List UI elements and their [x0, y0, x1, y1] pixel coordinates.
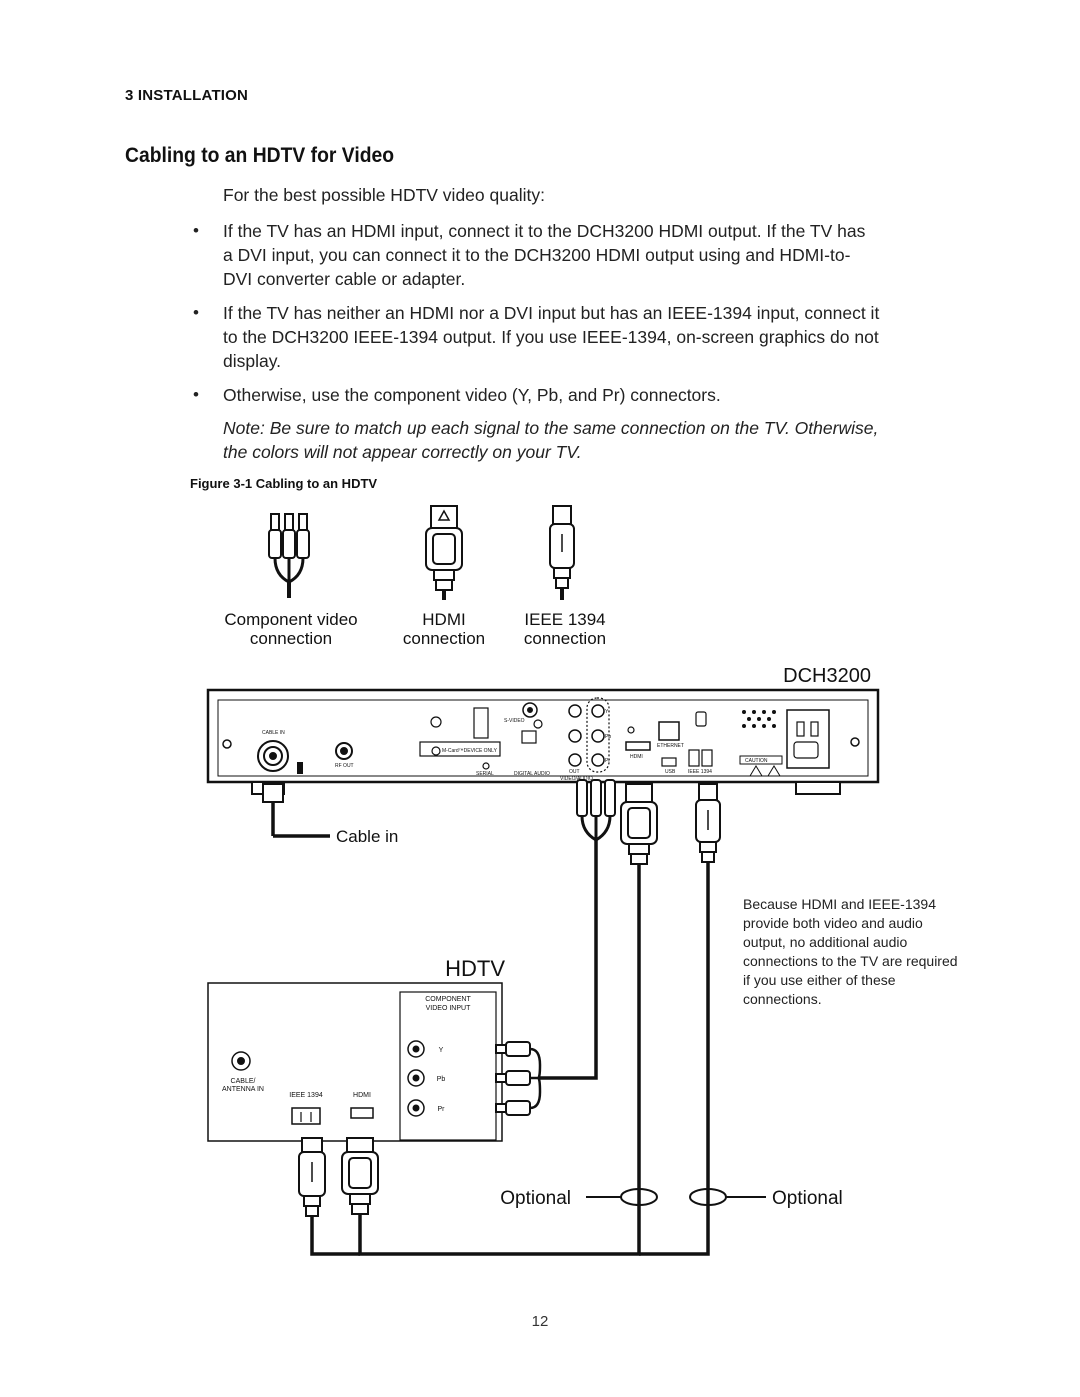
optional-label-left: Optional — [500, 1188, 571, 1209]
side-note-line: Because HDMI and IEEE-1394 — [743, 896, 936, 912]
port-label-s-video: S-VIDEO — [504, 718, 525, 724]
note-line: the colors will not appear correctly on … — [223, 442, 582, 462]
bullet-line: DVI converter cable or adapter. — [223, 269, 466, 289]
port-label-y: Y — [605, 709, 609, 715]
tv-port-label-hdmi: HDMI — [353, 1092, 371, 1099]
hdtv-rear-panel — [207, 982, 503, 1142]
page-title: Cabling to an HDTV for Video — [125, 144, 395, 167]
hdmi-plug-dch — [620, 783, 658, 865]
ieee-label-line2: connection — [524, 629, 606, 648]
port-label-digital-audio: DIGITAL AUDIO — [514, 771, 550, 777]
intro-text: For the best possible HDTV video quality… — [223, 185, 545, 205]
port-label-mcard: M-Card™DEVICE ONLY — [442, 748, 498, 754]
port-label-video-audio: VIDEO/AUDIO — [560, 776, 593, 782]
bullet-marker: • — [193, 385, 199, 404]
port-label-ethernet: ETHERNET — [657, 743, 684, 749]
tv-name: HDTV — [445, 956, 505, 981]
side-note: Because HDMI and IEEE-1394 provide both … — [743, 895, 993, 1009]
note: Note: Be sure to match up each signal to… — [223, 416, 963, 464]
port-label-ieee1394: IEEE 1394 — [688, 769, 712, 775]
cable-runs — [310, 840, 710, 1256]
bullet-marker: • — [193, 221, 199, 240]
port-label-out: OUT — [569, 769, 580, 775]
caution-label: CAUTION — [745, 758, 768, 764]
bullet-line: Otherwise, use the component video (Y, P… — [223, 385, 721, 405]
port-label-serial: SERIAL — [476, 771, 494, 777]
side-note-line: output, no additional audio — [743, 934, 908, 950]
bullet-line: a DVI input, you can connect it to the D… — [223, 245, 851, 265]
hdmi-label-line2: connection — [403, 629, 485, 648]
side-note-line: connections to the TV are required — [743, 953, 958, 969]
tv-port-label-pb: Pb — [437, 1076, 446, 1083]
port-label-pb: Pb — [605, 734, 611, 740]
bullet-line: If the TV has neither an HDMI nor a DVI … — [223, 303, 880, 323]
tv-component-label-line1: COMPONENT — [425, 996, 471, 1003]
cable-in-label: Cable in — [336, 827, 398, 846]
hdmi-connector-icon — [425, 505, 463, 600]
hdmi-label-line1: HDMI — [422, 610, 465, 629]
side-note-line: connections. — [743, 991, 822, 1007]
bullet-marker: • — [193, 303, 199, 322]
tv-port-label-pr: Pr — [438, 1106, 446, 1113]
optional-label-right: Optional — [772, 1188, 843, 1209]
tv-component-label-line2: VIDEO INPUT — [426, 1005, 471, 1012]
hdmi-plug-tv — [341, 1137, 379, 1230]
tv-port-label-ieee1394: IEEE 1394 — [289, 1092, 323, 1099]
bullet-line: If the TV has an HDMI input, connect it … — [223, 221, 866, 241]
figure-caption: Figure 3-1 Cabling to an HDTV — [190, 476, 378, 491]
tv-cable-antenna-line1: CABLE/ — [231, 1078, 256, 1085]
bullet-ieee: If the TV has neither an HDMI nor a DVI … — [223, 301, 963, 373]
side-note-line: if you use either of these — [743, 972, 896, 988]
tv-cable-antenna-line2: ANTENNA IN — [222, 1086, 264, 1093]
port-label-usb: USB — [665, 769, 676, 775]
port-label-pr: Pr — [605, 758, 610, 764]
bullet-line: to the DCH3200 IEEE-1394 output. If you … — [223, 327, 879, 347]
ieee1394-connector-icon — [549, 505, 575, 600]
component-rca-cable-icon — [268, 513, 310, 598]
bullet-component: Otherwise, use the component video (Y, P… — [223, 383, 963, 407]
port-label-hdmi: HDMI — [630, 754, 643, 760]
bullet-hdmi: If the TV has an HDMI input, connect it … — [223, 219, 963, 291]
cable-in-plug — [262, 783, 330, 838]
note-line: Note: Be sure to match up each signal to… — [223, 418, 879, 438]
component-label-line1: Component video — [224, 610, 357, 629]
port-label-rf-out: RF OUT — [335, 763, 354, 769]
page-number: 12 — [531, 1313, 549, 1330]
component-plugs-dch — [576, 779, 616, 842]
port-label-cable-in: CABLE IN — [262, 730, 285, 736]
tv-port-label-y: Y — [439, 1047, 444, 1054]
device-name: DCH3200 — [783, 665, 871, 687]
section-heading: 3 INSTALLATION — [125, 87, 249, 104]
ieee1394-plug-tv — [298, 1137, 326, 1230]
dch3200-rear-panel — [206, 688, 880, 795]
ieee-label-line1: IEEE 1394 — [524, 610, 605, 629]
component-plugs-tv — [495, 1041, 542, 1116]
ieee1394-plug-dch — [695, 783, 721, 863]
bullet-line: display. — [223, 351, 282, 371]
component-label-line2: connection — [250, 629, 332, 648]
side-note-line: provide both video and audio — [743, 915, 923, 931]
